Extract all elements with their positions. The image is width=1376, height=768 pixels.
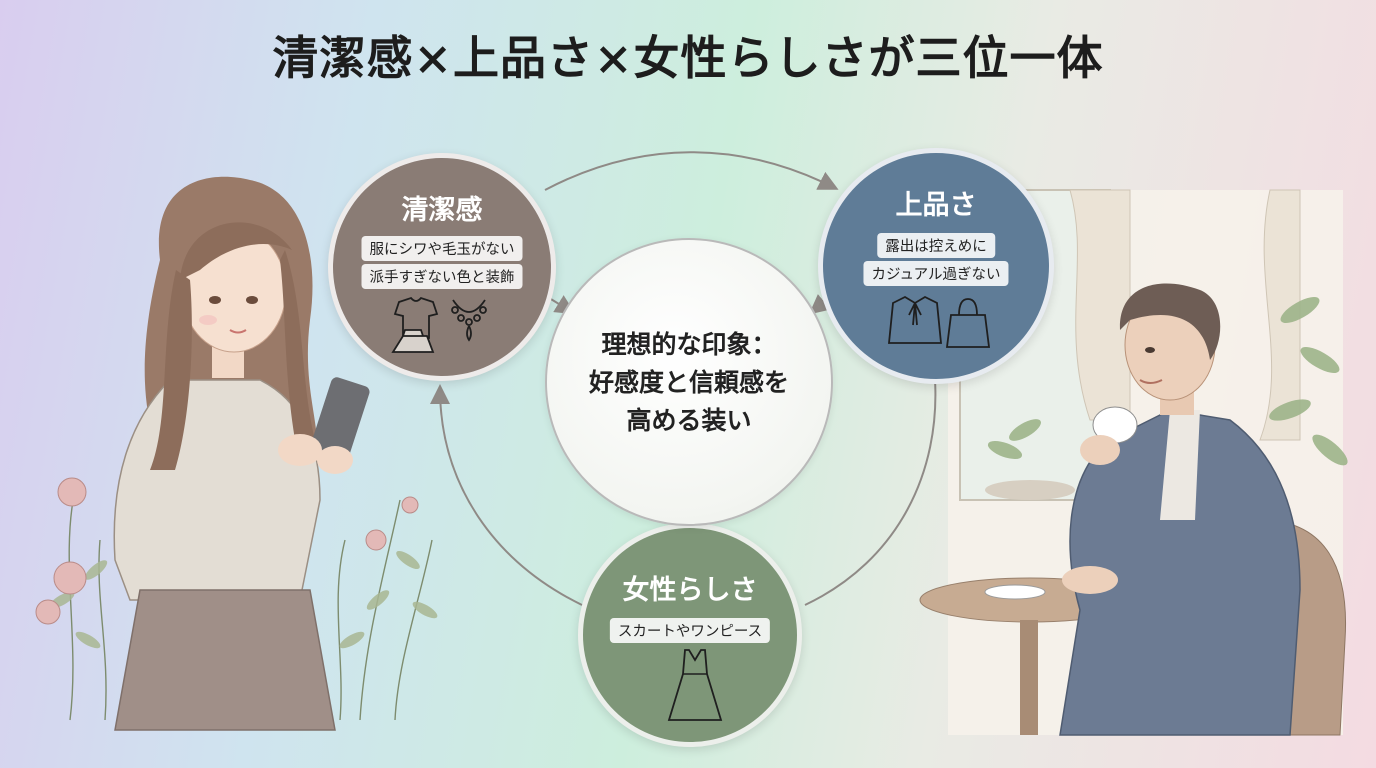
woman-illustration [35, 176, 438, 731]
center-line-3: 高める装い [626, 406, 752, 435]
node-elegance-point-1: 露出は控えめに [877, 233, 995, 258]
bow-blouse-icon [888, 295, 942, 344]
node-cleanliness-title: 清潔感 [401, 195, 483, 226]
flowers [35, 477, 419, 625]
node-cleanliness-point-1: 服にシワや毛玉がない [361, 236, 523, 261]
node-elegance: 上品さ 露出は控えめに カジュアル過ぎない [818, 148, 1054, 384]
arrow-clean-to-elegant [544, 151, 839, 191]
leaves [49, 550, 438, 649]
arrow-fem-to-clean [430, 384, 583, 606]
dress-icon [667, 649, 723, 721]
center-text: 理想的な印象： 好感度と信頼感を 高める装い [547, 326, 831, 440]
clothing-care-icons [391, 296, 487, 353]
iron-icon [391, 329, 435, 353]
page-title: 清潔感×上品さ×女性らしさが三位一体 [272, 31, 1104, 85]
center-ideal-impression: 理想的な印象： 好感度と信頼感を 高める装い [545, 238, 833, 526]
node-femininity-point-1: スカートやワンピース [609, 618, 771, 643]
node-cleanliness: 清潔感 服にシワや毛玉がない 派手すぎない色と装飾 [328, 153, 556, 381]
node-elegance-title: 上品さ [895, 190, 977, 221]
arrow-elegant-to-fem [804, 379, 937, 606]
node-cleanliness-point-2: 派手すぎない色と装飾 [361, 264, 523, 289]
node-femininity: 女性らしさ スカートやワンピース [578, 523, 802, 747]
center-line-2: 好感度と信頼感を [588, 368, 789, 397]
center-line-1: 理想的な印象： [601, 330, 777, 359]
node-femininity-title: 女性らしさ [622, 575, 758, 606]
node-elegance-point-2: カジュアル過ぎない [863, 261, 1009, 286]
handbag-icon [945, 298, 991, 348]
elegant-items-icons [888, 295, 991, 348]
necklace-icon [451, 299, 487, 342]
plant-leaves [987, 297, 1348, 466]
